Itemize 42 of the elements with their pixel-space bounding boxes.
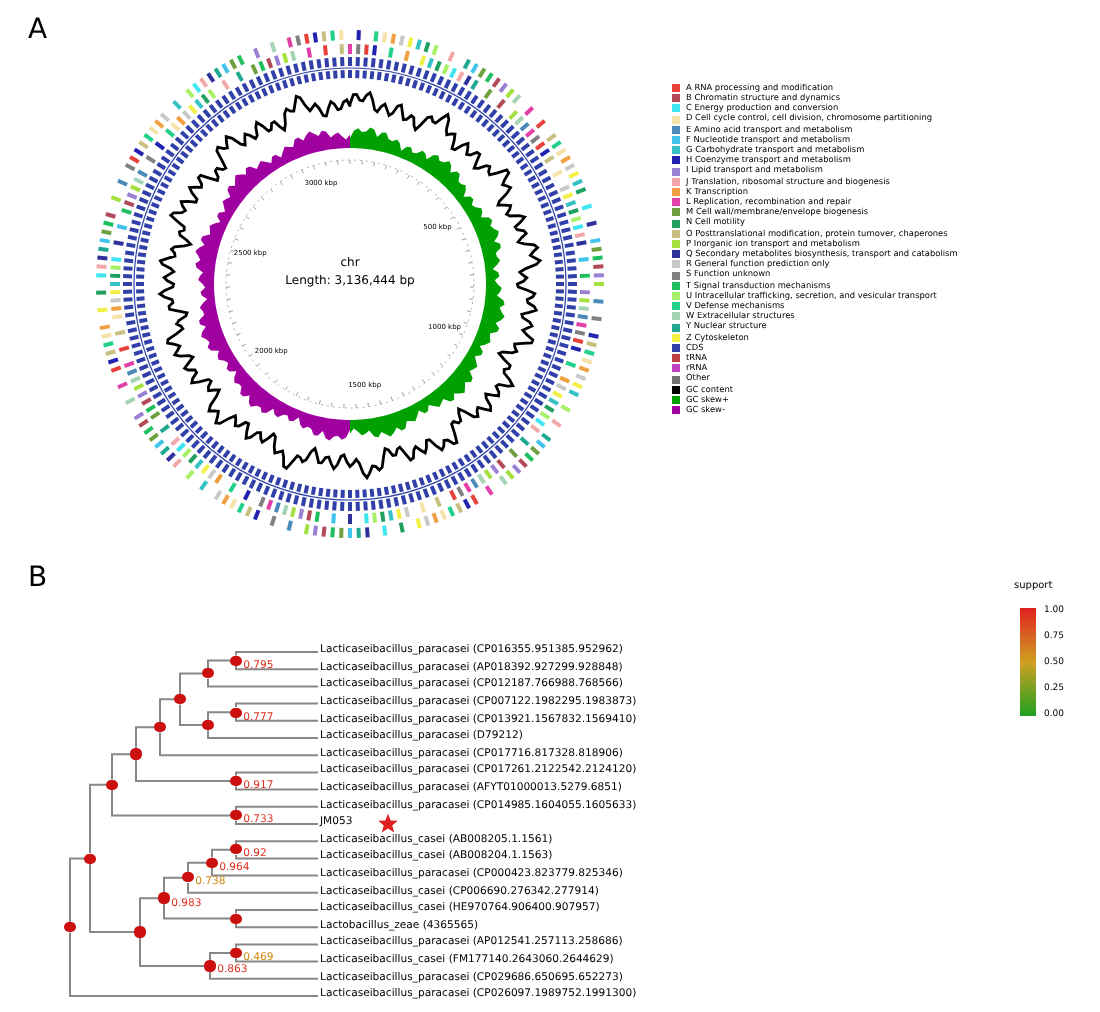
tree-branch [235, 819, 319, 825]
panel-label: A [28, 16, 48, 44]
tree-branch [235, 702, 319, 708]
tree-branch [235, 664, 319, 671]
tree-branch [179, 703, 204, 727]
tree-branch [209, 970, 319, 980]
tree-branch [235, 922, 319, 929]
tree-branch [111, 753, 132, 781]
tree-branch [207, 729, 319, 739]
tree-branch [139, 936, 206, 967]
tree-branch [69, 931, 319, 997]
tree-branch [135, 726, 156, 750]
tree-branch [69, 857, 86, 923]
tree-branch [207, 677, 319, 688]
panel-label: B [28, 564, 48, 592]
tree-branch [163, 876, 184, 894]
tree-branch [235, 957, 319, 963]
tree-branch [139, 897, 160, 928]
tree-branch [159, 731, 319, 757]
tree-branch [187, 881, 319, 894]
tree-branch [235, 854, 319, 860]
tree-branch [209, 952, 232, 962]
tree-branch [135, 758, 232, 782]
tree-branch [235, 651, 319, 657]
tree-branch [235, 805, 319, 812]
tree-branch [207, 659, 232, 670]
tree-branch [89, 862, 136, 934]
tree-branch [159, 698, 176, 724]
tree-branch [111, 788, 232, 817]
tree-branch [235, 771, 319, 777]
tree-branch [163, 902, 232, 920]
tree-branch [211, 848, 232, 859]
tree-branch [235, 716, 319, 722]
tree-branch [235, 909, 319, 915]
tree-branch [187, 861, 208, 874]
tree-branch [207, 711, 232, 721]
tree-branch [179, 672, 204, 696]
tree-branch [235, 943, 319, 949]
tree-branch [235, 840, 319, 846]
tree-branch [211, 866, 319, 877]
tree-branch [235, 785, 319, 791]
tree-branch [89, 783, 108, 855]
